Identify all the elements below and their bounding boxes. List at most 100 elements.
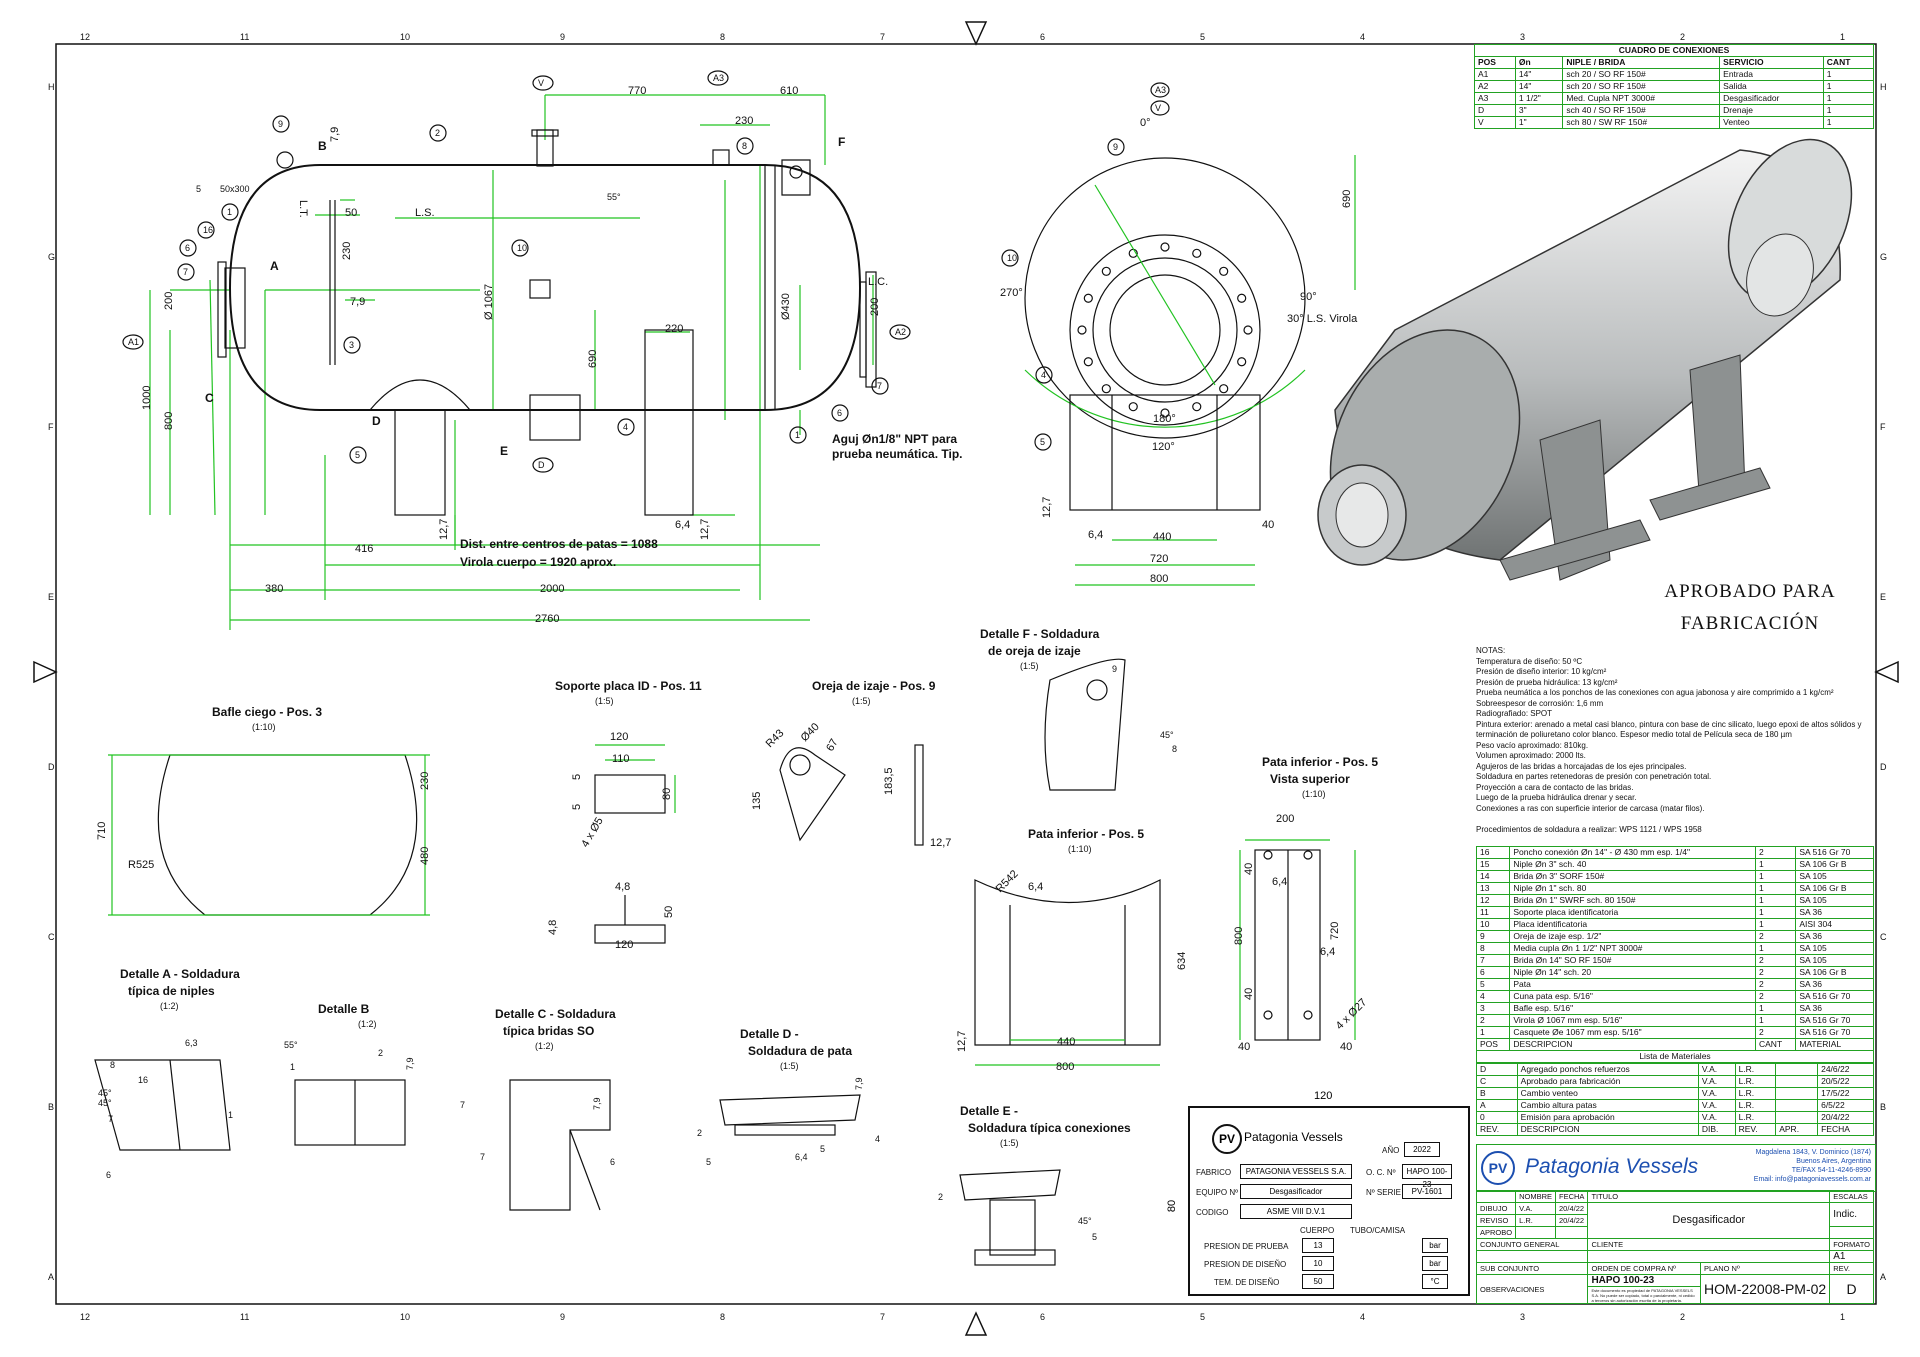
connections-table-title: CUADRO DE CONEXIONES bbox=[1474, 44, 1874, 57]
nameplate-width-dim: 120 bbox=[1314, 1090, 1333, 1102]
table-cell: Med. Cupla NPT 3000# bbox=[1562, 92, 1721, 105]
detail-dimension: 200 bbox=[1276, 813, 1294, 825]
table-cell: Cambio altura patas bbox=[1516, 1099, 1699, 1112]
table-cell: 6 bbox=[1475, 966, 1511, 979]
note-line: Soldadura en partes retenedoras de presi… bbox=[1476, 772, 1712, 781]
detail-weld-mark: 5 bbox=[706, 1157, 711, 1167]
nameplate-logo: PV bbox=[1212, 1124, 1242, 1154]
flange-bolt-hole bbox=[1219, 266, 1229, 276]
table-cell: 16 bbox=[1475, 846, 1511, 859]
table-cell: Soporte placa identificatoria bbox=[1509, 906, 1756, 919]
table-cell: 14 bbox=[1475, 870, 1511, 883]
front-view-note: 5 bbox=[196, 184, 201, 194]
view-reference-letter: D bbox=[372, 414, 381, 428]
table-cell: 2 bbox=[1754, 966, 1797, 979]
detail-scale: (1:10) bbox=[1302, 789, 1326, 799]
front-view-dimension: 1000 bbox=[141, 386, 153, 410]
flange-bolt-hole bbox=[1083, 357, 1093, 367]
view-reference-letter: B bbox=[318, 139, 327, 153]
table-cell: 1 bbox=[1754, 858, 1797, 871]
side-view-dimension: 800 bbox=[1150, 573, 1168, 585]
revisions-col-header: DIB. bbox=[1697, 1123, 1736, 1136]
note-line: terminación de poliuretano color blanco.… bbox=[1476, 730, 1792, 739]
front-view-note: 55° bbox=[607, 192, 621, 202]
border-column-label: 1 bbox=[1840, 32, 1845, 42]
border-column-label: 6 bbox=[1040, 32, 1045, 42]
flange-bolt-hole bbox=[1243, 325, 1253, 335]
detail-dimension: 120 bbox=[610, 731, 628, 743]
side-view-dimension: 40 bbox=[1262, 519, 1274, 531]
front-view-dimension: 380 bbox=[265, 583, 283, 595]
table-cell: SA 36 bbox=[1795, 1002, 1874, 1015]
nameplate-equipo-label: EQUIPO Nº bbox=[1196, 1188, 1239, 1197]
detail-dimension: 40 bbox=[1243, 863, 1255, 875]
detail-weld-mark: 45° bbox=[1160, 730, 1174, 740]
table-cell: 15 bbox=[1475, 858, 1511, 871]
detail-weld-mark: 1 bbox=[228, 1110, 233, 1120]
detail-dimension: 4 x Ø5 bbox=[579, 815, 606, 849]
connection-tag-label: D bbox=[538, 460, 545, 470]
note-line: Prueba neumática a los ponchos de las co… bbox=[1476, 688, 1834, 697]
detail-weld-mark: 45° bbox=[1078, 1216, 1092, 1226]
connection-tag bbox=[122, 334, 144, 350]
item-balloon bbox=[1107, 138, 1125, 156]
side-view-dimension: 90° bbox=[1300, 291, 1317, 303]
detail-weld-mark: 1 bbox=[290, 1062, 295, 1072]
detail-dimension: 6,4 bbox=[1320, 946, 1335, 958]
view-reference-letter: A bbox=[270, 259, 279, 273]
escalas-label: ESCALAS bbox=[1829, 1190, 1874, 1203]
table-cell: V.A. bbox=[1697, 1063, 1736, 1076]
item-balloon-number: 4 bbox=[1041, 370, 1046, 380]
border-column-label: 10 bbox=[400, 1312, 410, 1322]
detail-weld-mark: 6,4 bbox=[795, 1152, 808, 1162]
connection-tag bbox=[889, 324, 911, 340]
item-balloon-number: 16 bbox=[203, 225, 213, 235]
note-line: Presión de prueba hidráulica: 13 kg/cm² bbox=[1476, 677, 1618, 687]
border-column-label: 7 bbox=[880, 32, 885, 42]
border-row-label: F bbox=[1880, 422, 1886, 432]
detail-dimension: 183,5 bbox=[883, 767, 895, 795]
border-column-label: 9 bbox=[560, 1312, 565, 1322]
table-cell: 2 bbox=[1754, 1026, 1797, 1039]
note-line: Procedimientos de soldadura a realizar: … bbox=[1476, 824, 1702, 834]
view-reference-letter: C bbox=[205, 391, 214, 405]
order-number: HAPO 100-23 bbox=[1587, 1274, 1702, 1287]
revisions-col-header: REV. bbox=[1734, 1123, 1777, 1136]
table-cell: SA 106 Gr B bbox=[1795, 966, 1874, 979]
side-view-dimension: 180° bbox=[1153, 413, 1176, 425]
side-view-dimension: 120° bbox=[1152, 441, 1175, 453]
table-cell: V.A. bbox=[1697, 1099, 1736, 1112]
table-cell: Brida Øn 14" SO RF 150# bbox=[1509, 954, 1756, 967]
table-cell: SA 516 Gr 70 bbox=[1795, 1014, 1874, 1027]
border-column-label: 10 bbox=[400, 32, 410, 42]
fecha-label: FECHA bbox=[1555, 1190, 1589, 1203]
table-cell: B bbox=[1476, 1087, 1518, 1100]
border-row-label: H bbox=[1880, 82, 1887, 92]
rev-label: REV. bbox=[1829, 1262, 1874, 1275]
detail-weld-mark: 7,9 bbox=[854, 1077, 864, 1090]
note-line: Temperatura de diseño: 50 ºC bbox=[1476, 656, 1583, 666]
front-view-dimension: Ø430 bbox=[780, 293, 792, 320]
front-view-dimension: 7,9 bbox=[329, 127, 341, 142]
detail-title: Pata inferior - Pos. 5 bbox=[1028, 827, 1144, 841]
reviso-name: L.R. bbox=[1515, 1214, 1557, 1227]
detail-subtitle: Vista superior bbox=[1270, 772, 1350, 786]
table-cell: L.R. bbox=[1734, 1075, 1777, 1088]
border-column-label: 8 bbox=[720, 32, 725, 42]
table-cell: sch 20 / SO RF 150# bbox=[1562, 80, 1721, 93]
front-view-dimension: 220 bbox=[665, 323, 683, 335]
detail-dimension: R43 bbox=[764, 727, 787, 750]
detail-weld-mark: 2 bbox=[938, 1192, 943, 1202]
item-balloon bbox=[1034, 433, 1052, 451]
detail-dimension: 110 bbox=[612, 753, 630, 765]
revisions-col-header: REV. bbox=[1476, 1123, 1518, 1136]
table-cell: SA 105 bbox=[1795, 942, 1874, 955]
border-column-label: 12 bbox=[80, 32, 90, 42]
table-cell: 11 bbox=[1475, 906, 1511, 919]
flange-bolt-hole bbox=[1101, 266, 1111, 276]
connection-tag-label: A1 bbox=[128, 337, 139, 347]
